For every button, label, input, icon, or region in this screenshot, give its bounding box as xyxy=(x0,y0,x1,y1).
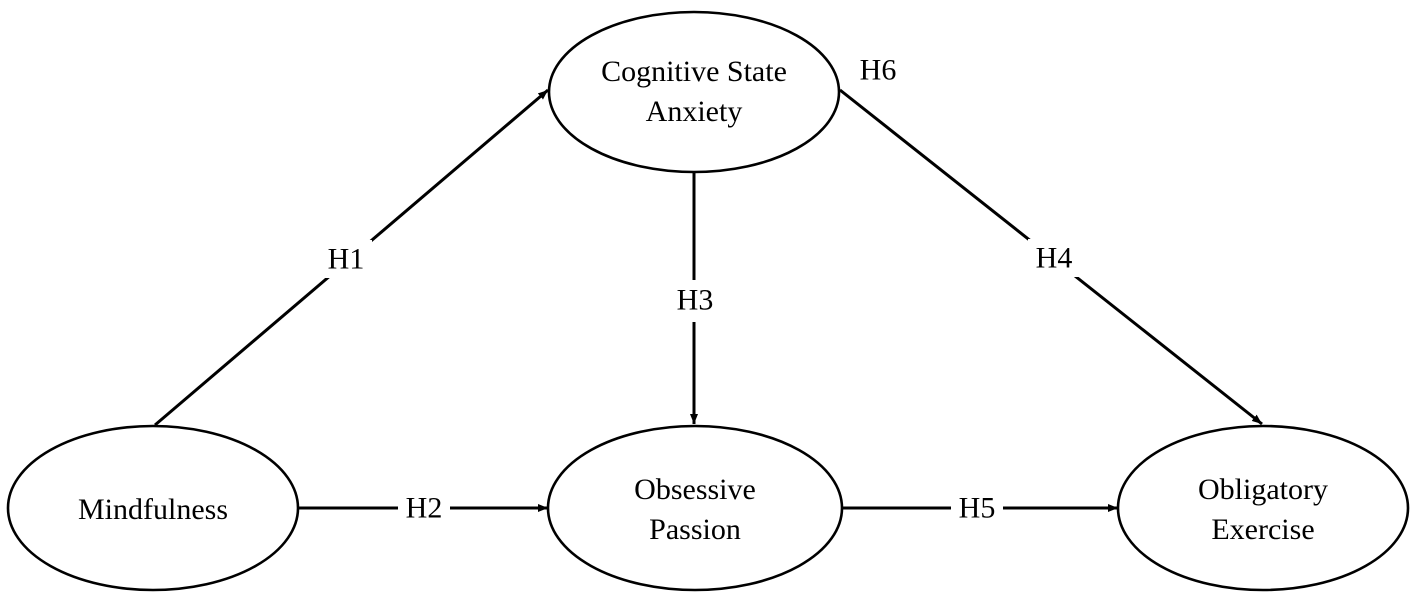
edge-label-h1: H1 xyxy=(328,243,365,276)
edge-label-h2: H2 xyxy=(406,492,443,525)
node-obsessive-passion: Obsessive Passion xyxy=(546,424,844,592)
edge-label-h4: H4 xyxy=(1036,242,1073,275)
edge-label-h5: H5 xyxy=(959,492,996,525)
node-obligatory-exercise: Obligatory Exercise xyxy=(1116,424,1410,592)
node-mindfulness: Mindfulness xyxy=(6,424,300,592)
edge-label-h3: H3 xyxy=(677,284,714,317)
node-label-mindfulness: Mindfulness xyxy=(78,493,228,526)
node-label-cognitive-state-anxiety-line2: Anxiety xyxy=(646,95,743,128)
node-label-obligatory-exercise-line1: Obligatory xyxy=(1198,473,1328,506)
node-label-obsessive-passion-line2: Passion xyxy=(649,513,741,546)
node-label-obsessive-passion-line1: Obsessive xyxy=(634,473,756,506)
edge-labels: H1 H2 H3 H4 H5 H6 xyxy=(320,54,1080,527)
annotation-label-h6: H6 xyxy=(860,54,897,87)
node-label-obligatory-exercise-line2: Exercise xyxy=(1211,513,1314,546)
node-label-cognitive-state-anxiety-line1: Cognitive State xyxy=(601,55,787,88)
node-cognitive-state-anxiety: Cognitive State Anxiety xyxy=(547,10,841,174)
